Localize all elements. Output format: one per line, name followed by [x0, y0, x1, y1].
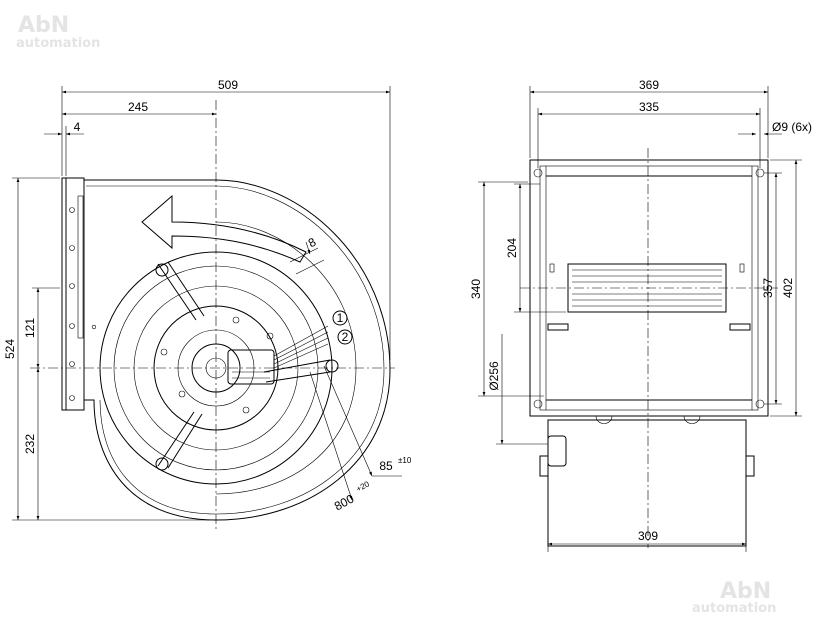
- dim-front-upper-offset: 121: [23, 287, 60, 368]
- dim-front-lower-offset: 232: [23, 368, 40, 520]
- side-impeller-blades: [547, 263, 751, 331]
- dim-side-hole-height: 357: [761, 172, 782, 405]
- side-motor-base: [539, 415, 755, 547]
- dim-side-base-width-label: 309: [638, 529, 658, 543]
- mounting-flange: [61, 177, 97, 411]
- callout-1-label: 1: [337, 311, 344, 325]
- dim-front-cable-gap: 8: [289, 235, 325, 275]
- watermark-tagline-2: automation: [692, 601, 776, 616]
- watermark-top-left: AbN automation: [16, 13, 100, 51]
- scroll-housing: [84, 179, 391, 521]
- dim-side-inlet-height-label: 204: [505, 238, 519, 258]
- dim-front-lower-offset-label: 232: [23, 434, 37, 454]
- dim-front-center-offset-label: 245: [128, 100, 148, 114]
- dim-front-flange-thickness: 4: [44, 120, 84, 176]
- watermark-bottom-right: AbN automation: [692, 579, 776, 616]
- dim-side-inlet-diameter-label: Ø256: [487, 361, 501, 391]
- watermark-tagline: automation: [16, 36, 100, 51]
- dim-front-overall-height-label: 524: [3, 339, 17, 359]
- dim-side-overall-width-label: 369: [639, 78, 659, 92]
- watermark-brand-2: AbN: [720, 579, 771, 604]
- front-view: 1 2 509 245 4 524: [3, 78, 412, 530]
- support-arms: [155, 261, 339, 471]
- dim-front-cable-length-b-label: 800: [332, 491, 357, 513]
- dim-front-overall-width: 509: [61, 78, 391, 360]
- dim-side-hole-spec: Ø9 (6x): [738, 120, 812, 136]
- dim-front-cable-length-a-label: 85: [379, 459, 393, 473]
- dim-side-inlet-diameter: Ø256: [487, 334, 548, 445]
- dim-front-overall-width-label: 509: [218, 78, 238, 92]
- dim-side-base-width: 309: [547, 529, 747, 552]
- dim-side-overall-width: 369: [529, 78, 769, 158]
- callout-2: 2: [337, 329, 353, 345]
- dim-front-upper-offset-label: 121: [23, 318, 37, 338]
- side-frame: [529, 159, 769, 417]
- dim-front-cable-length-b-tol: +20: [355, 479, 372, 494]
- dim-side-hole-height-label: 357: [761, 278, 775, 298]
- dim-side-overall-height: 402: [770, 159, 802, 417]
- callout-1: 1: [332, 310, 348, 326]
- dim-front-cable-length-a: 85 ±10: [323, 365, 412, 477]
- dim-side-overall-height-label: 402: [781, 278, 795, 298]
- airflow-arrow: [141, 194, 307, 263]
- dim-front-cable-length-a-tol: ±10: [398, 456, 412, 465]
- callout-2-label: 2: [342, 330, 349, 344]
- side-view: 369 335 Ø9 (6x) 204 340: [469, 78, 812, 552]
- watermark-brand: AbN: [18, 13, 69, 38]
- dim-front-cable-length-b: 800 +20: [309, 371, 372, 513]
- dim-side-outlet-height-label: 340: [469, 279, 483, 299]
- dim-side-hole-spacing: 335: [537, 100, 761, 168]
- motor-terminal: [227, 325, 329, 385]
- dim-side-hole-spec-label: Ø9 (6x): [772, 120, 812, 134]
- impeller: [99, 251, 333, 485]
- dim-front-overall-height: 524: [3, 177, 210, 521]
- dim-side-inlet-height: 204: [505, 183, 566, 313]
- dim-front-center-offset: 245: [62, 100, 216, 116]
- dim-side-outlet-height: 340: [469, 181, 544, 397]
- dim-front-flange-thickness-label: 4: [74, 120, 81, 134]
- dim-side-hole-spacing-label: 335: [639, 100, 659, 114]
